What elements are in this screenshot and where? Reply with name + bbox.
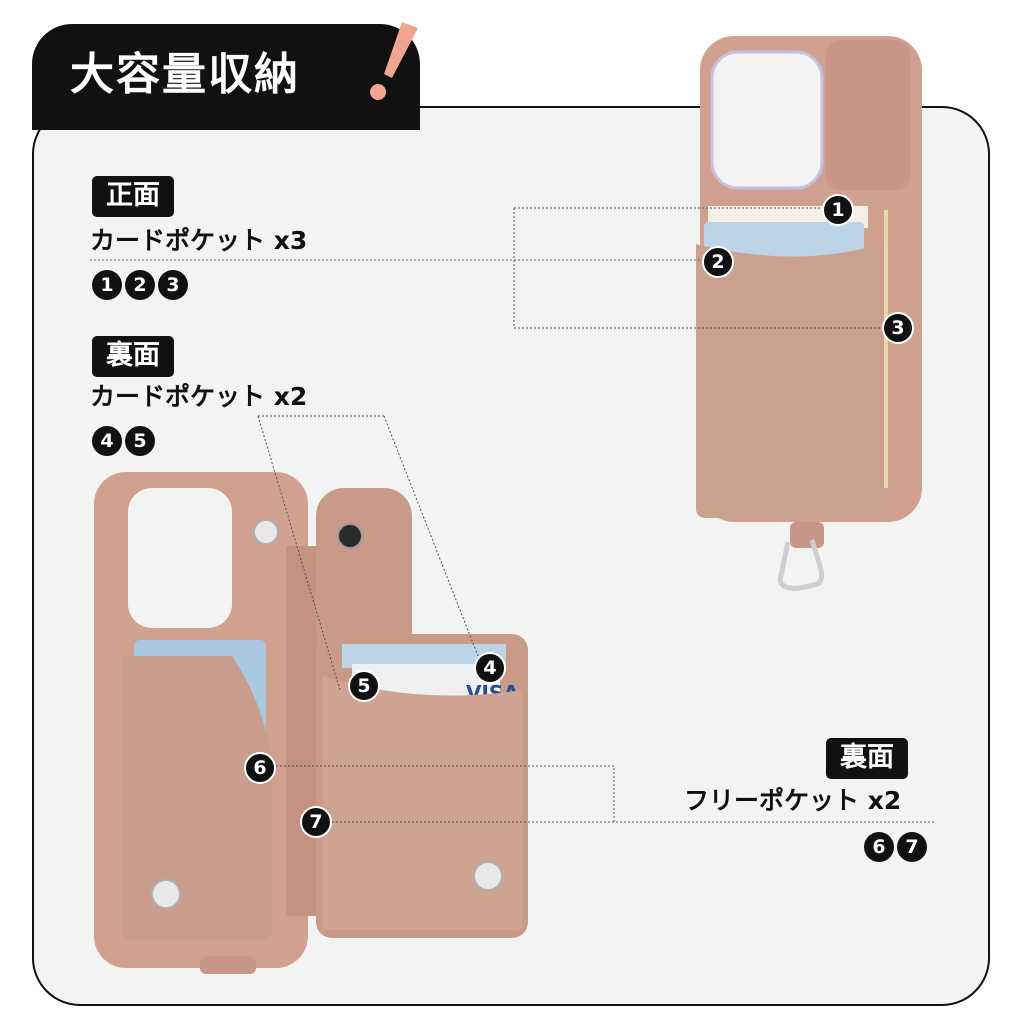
back-strap-loop — [200, 956, 256, 974]
front-number-list: 1 2 3 — [92, 270, 188, 300]
number-badge: 7 — [897, 832, 927, 862]
flap-pocket — [322, 676, 522, 930]
front-pocket — [696, 242, 888, 518]
front-label: カードポケット x3 — [90, 226, 308, 255]
camera-cutout — [710, 50, 824, 190]
back-case: VISA — [94, 472, 528, 974]
back-camera-cutout — [128, 488, 232, 628]
snap-button-bottom-left — [151, 879, 181, 909]
back-free-number-list: 6 7 — [864, 832, 927, 862]
strap-flap — [826, 40, 910, 190]
number-badge: 3 — [158, 270, 188, 300]
page-title: 大容量収納 — [70, 49, 300, 100]
number-badge: 6 — [864, 832, 894, 862]
number-badge: 2 — [125, 270, 155, 300]
strap-loop — [790, 522, 824, 548]
pin-6: 6 — [244, 752, 276, 784]
leader-lines — [90, 207, 936, 823]
pin-2: 2 — [702, 246, 734, 278]
back-free-pocket-left — [122, 656, 272, 940]
flap-top — [316, 488, 412, 658]
leader-4 — [383, 415, 479, 657]
snap-button-flap — [337, 523, 363, 549]
number-badge: 5 — [125, 426, 155, 456]
metal-ring — [777, 539, 825, 591]
snap-button-top — [253, 519, 279, 545]
back-cards-number-list: 4 5 — [92, 426, 155, 456]
pin-3: 3 — [882, 312, 914, 344]
number-badge: 4 — [92, 426, 122, 456]
back-cards-tag: 裏面 — [92, 336, 174, 377]
pin-1: 1 — [822, 194, 854, 226]
leader-3 — [513, 208, 880, 329]
pin-7: 7 — [300, 806, 332, 838]
pin-4: 4 — [474, 652, 506, 684]
back-free-label: フリーポケット x2 — [684, 786, 902, 815]
leader-6 — [272, 765, 936, 823]
front-case — [696, 36, 922, 591]
exclamation-dot — [370, 84, 386, 100]
snap-button-flap-bottom — [473, 861, 503, 891]
exclamation-stroke — [384, 22, 418, 78]
title-tab — [32, 24, 420, 130]
back-cards-label: カードポケット x2 — [90, 382, 308, 411]
pin-5: 5 — [348, 670, 380, 702]
number-badge: 1 — [92, 270, 122, 300]
back-free-tag: 裏面 — [826, 738, 908, 779]
front-tag: 正面 — [92, 176, 174, 217]
